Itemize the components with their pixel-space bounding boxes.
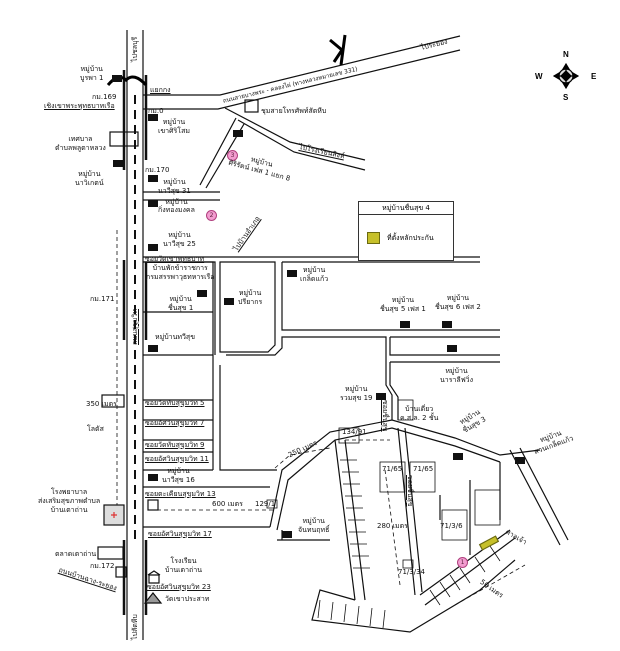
compass-e: E <box>591 72 597 81</box>
label-kingthong: หมู่บ้าน กิ่งทองมงคล <box>158 198 195 214</box>
label-chuensuk1: หมู่บ้าน ชื่นสุข 1 <box>168 295 194 312</box>
label-71-3-34: 71/3/34 <box>398 568 425 576</box>
highway-331 <box>143 35 461 110</box>
label-71-3-6: 71/3/6 <box>440 522 463 530</box>
label-km171: กม.171 <box>90 295 115 303</box>
lotus-store-icon <box>101 394 125 408</box>
label-280m: 280 เมตร <box>377 522 408 530</box>
label-soi-khao: ซอยวัดเขาพุทธบาท <box>145 255 205 263</box>
temple-icon <box>143 592 163 604</box>
school-icon <box>147 570 161 584</box>
municipal-building-icon <box>109 131 139 147</box>
label-office: บ้านพักข้าราชการ กรมสรรพาวุธทหารเรือ <box>146 264 215 281</box>
collateral-location-marker <box>478 535 500 551</box>
label-chuensuk6: หมู่บ้าน ชื่นสุข 6 เฟส 2 <box>435 294 481 311</box>
label-km0: กม.0 <box>148 107 164 115</box>
label-house: บ้านเดี่ยว ค.ส.ล. 2 ชั้น <box>400 405 439 422</box>
label-lotus: โลตัส <box>87 425 104 433</box>
plot-rows <box>266 399 501 629</box>
label-soi5: ซอยวัดทับสุขุมวิท 5 <box>145 399 205 407</box>
distance-lines <box>116 230 526 606</box>
compass-rose-icon <box>552 62 580 90</box>
label-preeyakorn: หมู่บ้าน ปรียากร <box>238 289 263 306</box>
label-soi13: ซอยตะเคียนสุขุมวิท 13 <box>145 490 216 498</box>
marker-2: 2 <box>206 210 217 221</box>
legend-title: หมู่บ้านชื่นสุข 4 <box>359 202 453 215</box>
label-134-91: 134/91 <box>342 428 367 436</box>
label-navisuk25: หมู่บ้าน นาวีสุข 25 <box>163 231 196 248</box>
label-burapha: หมู่บ้าน บูรพา 1 <box>80 65 104 82</box>
label-km172: กม.172 <box>90 562 115 570</box>
phone-exchange-icon <box>244 99 259 113</box>
label-navisuk16: หมู่บ้าน นาวีสุข 16 <box>162 467 195 484</box>
label-kledkaew: หมู่บ้าน เกล็ดแก้ว <box>300 266 329 283</box>
compass-n: N <box>563 50 569 59</box>
label-71-65-a: 71/65 <box>382 465 403 473</box>
label-nara: หมู่บ้าน นาราลีฟวิ่ง <box>440 367 474 384</box>
legend-item: ที่ตั้งหลักประกัน <box>387 234 434 242</box>
compass-s: S <box>563 93 569 102</box>
label-temple-top: เชิงเขาพระพุทธบาทเรือ <box>44 102 115 110</box>
compass-w: W <box>535 72 543 81</box>
label-km170: กม.170 <box>145 166 170 174</box>
label-navisuk31: หมู่บ้าน นาวีสุข 31 <box>158 178 191 195</box>
label-hospital: โรงพยาบาล ส่งเสริมสุขภาพตำบล บ้านเตาถ่าน <box>38 488 101 514</box>
road-label-main: ถนนสุขุมวิท <box>131 308 139 345</box>
legend: หมู่บ้านชื่นสุข 4 ที่ตั้งหลักประกัน <box>358 201 454 261</box>
school-road <box>224 107 366 171</box>
label-soi7: ซอยอัศวินสุขุมวิท 7 <box>145 419 205 427</box>
label-chuensuk5: หมู่บ้าน ชื่นสุข 5 เฟส 1 <box>380 296 426 313</box>
seven-eleven-icon-2 <box>147 499 159 511</box>
market-icon <box>97 546 124 560</box>
road-label-main-top: ไปชลบุรี <box>131 36 139 62</box>
road-label-lane: ซอยชื่นสุข <box>381 400 389 432</box>
road-label-main-bottom: ไปสัตหีบ <box>131 614 139 640</box>
legend-swatch <box>367 232 380 244</box>
label-71-65-b: 71/65 <box>413 465 434 473</box>
road-label-lane-2: ซอยชื่นสุข <box>406 475 414 507</box>
label-soi9: ซอยวัดทับสุขุมวิท 9 <box>145 441 205 449</box>
label-khaosiri: หมู่บ้าน เขาศิริโสม <box>158 118 190 135</box>
label-thawisuk: หมู่บ้านทวีสุข <box>155 333 195 341</box>
label-soi17: ซอยอัศวินสุขุมวิท 17 <box>148 530 212 538</box>
label-km169: กม.169 <box>92 93 117 101</box>
label-junction: แยกกง <box>150 86 171 94</box>
marker-1: 1 <box>457 557 468 568</box>
label-school: โรงเรียน บ้านเตาถ่าน <box>165 557 202 574</box>
label-129-1: 129/1 <box>255 500 276 508</box>
label-wat: วัดเขาประสาท <box>165 595 210 603</box>
seven-eleven-icon <box>115 566 127 578</box>
label-600m: 600 เมตร <box>212 500 243 508</box>
label-soi23: ซอยอัศวินสุขุมวิท 23 <box>147 583 211 591</box>
label-navikate: หมู่บ้าน นาวิเกตน์ <box>75 170 104 187</box>
label-soi11: ซอยอัศวินสุขุมวิท 11 <box>145 455 209 463</box>
label-phone-exchange: ชุมสายโทรศัพท์สัตหีบ <box>261 107 327 115</box>
marker-3: 3 <box>227 150 238 161</box>
label-municipality: เทศบาล ตำบลพลูตาหลวง <box>55 135 106 152</box>
gate-monument-icon <box>329 34 347 66</box>
label-ruamsuk: หมู่บ้าน รวมสุข 19 <box>340 385 373 402</box>
village-icons <box>112 75 525 538</box>
label-market: ตลาดเตาถ่าน <box>55 550 97 558</box>
label-350m: 350 เมตร <box>86 400 117 408</box>
label-chanthana: หมู่บ้าน จันทนฤทธิ์ <box>298 517 330 534</box>
